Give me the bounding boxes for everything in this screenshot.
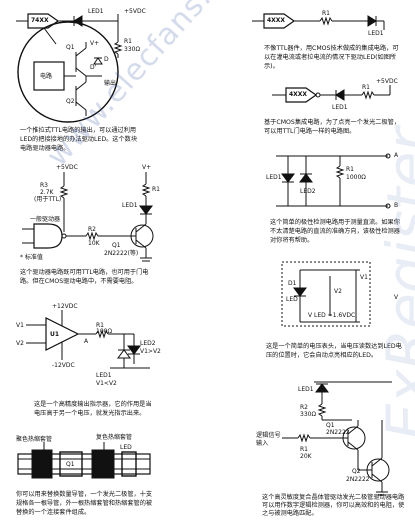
fig2-r3-value: 2.7K: [40, 189, 54, 196]
fig1-led-label: LED1: [88, 8, 104, 15]
fig9-r2-label: R2: [300, 404, 308, 411]
fig4-led-label: LED: [120, 444, 132, 451]
fig8-led-label: LED: [286, 296, 298, 303]
fig7-r1-value: 1000Ω: [346, 174, 366, 181]
fig6-chip-label: 4XXX: [289, 91, 308, 98]
fig6-led-label: LED1: [332, 104, 348, 111]
fig2-gate-label: 一般驱动器: [30, 216, 61, 223]
fig1-schematic: [16, 13, 123, 123]
fig9-q1-label: Q1: [326, 422, 335, 429]
fig8-d1-label: D1: [288, 280, 297, 287]
fig3-led1-label: LED1: [96, 372, 112, 379]
fig3-led2-cond: V1>V2: [140, 348, 161, 355]
fig9-r1-label: R1: [300, 446, 308, 453]
fig4-led-tube-label: 复色热缩套管: [96, 434, 133, 441]
fig2-vplus-label: V+: [142, 164, 152, 171]
fig1-circuit-label: 电路: [40, 73, 53, 80]
fig4-schematic: [17, 442, 151, 479]
fig5-chip-label: 4XXX: [267, 17, 286, 24]
fig9-led-label: LED1: [298, 386, 314, 393]
fig2-r3-label: R3: [40, 182, 48, 189]
fig8-schematic: [281, 261, 371, 327]
fig9-schematic: [282, 381, 392, 496]
fig6-vcc-label: +5VDC: [376, 78, 398, 85]
fig3-led2-label: LED2: [140, 340, 156, 347]
fig3-v2-label: V2: [16, 340, 24, 347]
fig4-q1-label: Q1: [66, 461, 75, 468]
fig5-r1-label: R1: [322, 10, 330, 17]
fig1-d-label: D: [104, 56, 109, 63]
fig3-pos-label: +12VDC: [52, 303, 78, 310]
fig3-r1-label: R1: [96, 322, 104, 329]
fig7-b-label: B: [394, 202, 399, 209]
fig1-d2-label: D': [90, 64, 97, 71]
fig4-shrink-label: 聚色热缩套管: [16, 436, 53, 443]
fig1-output-label: 输出: [104, 80, 117, 87]
fig1-q2-label: Q2: [66, 98, 75, 105]
fig9-q1-part: 2N2222: [326, 429, 350, 436]
fig9-input-label: 逻辑信号输入: [256, 432, 281, 447]
fig4-caption: 你可以用来替换数量导管，一个发光二极管，十支规格各一根导管，外一根热缩套管和热缩…: [16, 491, 153, 516]
fig2-q-part: 2N2222(等): [104, 250, 139, 257]
fig7-schematic: [276, 153, 391, 209]
fig1-q1-label: Q1: [66, 44, 75, 51]
fig9-q2-label: Q2: [352, 468, 361, 475]
fig1-vplus-label: V+: [90, 40, 100, 47]
fig5-led-label: LED1: [368, 30, 384, 37]
fig5-caption: 不像TTL器件，用CMOS技术做成的集成电路，可以在灌电流或者拉电流的情况下驱动…: [264, 45, 399, 70]
fig2-r2-value: 10K: [88, 240, 100, 247]
fig2-q-label: Q1: [112, 242, 121, 249]
fig3-v1-label: V1: [16, 322, 24, 329]
fig2-r2-label: R2: [88, 226, 96, 233]
fig3-led1-cond: V1<V2: [96, 380, 117, 387]
fig1-caption: 一个推拉式TTL电路的输出，可以通过利用LED的把接接地的办法驱动LED。这个数…: [20, 127, 138, 152]
fig1-r-value: 330Ω: [124, 46, 141, 53]
fig2-note: * 标准值: [20, 254, 43, 261]
fig6-schematic: [272, 85, 391, 103]
fig6-caption: 基于CMOS集成电路，为了点亮一个发光二极管，可以用TTL门电路一样的电路图。: [264, 119, 401, 135]
fig8-caption: 这是一个简单的电压表头，当电压读数达到LED电压的位置时，它会自动点亮相应的LE…: [266, 343, 402, 359]
watermark-register: ExRegister: [374, 127, 415, 441]
fig6-r1-label: R1: [362, 84, 370, 91]
fig3-neg-label: -12VDC: [52, 362, 75, 369]
fig3-r1-value: 100Ω: [96, 328, 113, 335]
fig3-u1-label: U1: [50, 331, 60, 338]
fig9-caption: 这个高灵敏度复合晶体管驱动发光二极管驱动器电路可以用作数字逻辑检测器，你可以高效…: [262, 494, 405, 517]
fig7-led2-label: LED2: [300, 188, 316, 195]
fig2-schematic: [22, 172, 154, 262]
fig2-r1-label: R1: [152, 186, 160, 193]
fig3-caption: 这是一个高精度输出指示器，它的作用是当电压高于另一个电压，就发光指示出来。: [34, 401, 152, 417]
fig2-vcc-label: +5VDC: [56, 164, 78, 171]
fig2-led-label: LED1: [122, 202, 138, 209]
fig7-a-label: A: [394, 152, 399, 159]
fig9-r1-value: 20K: [300, 453, 312, 460]
fig9-r2-value: 330Ω: [300, 411, 317, 418]
fig9-q2-part: 2N2222: [346, 476, 370, 483]
fig8-v-label: V: [394, 294, 399, 301]
fig1-r-label: R1: [124, 38, 132, 45]
fig8-vled-label: V LED ≈1.6VDC: [308, 312, 356, 319]
fig7-led1-label: LED1: [266, 174, 282, 181]
fig2-r3-note: (用于TTL): [34, 196, 62, 203]
fig8-v1-label: V1: [360, 274, 368, 281]
fig7-r1-label: R1: [346, 166, 354, 173]
fig1-vcc-label: +5VDC: [124, 8, 146, 15]
fig7-caption: 这个简单的极性检测电路用于测量直流。如果你不太清楚电路的直流的准确方向，该极性检…: [270, 219, 400, 244]
fig1-chip-label: 74XX: [31, 17, 49, 24]
fig3-schematic: [26, 310, 150, 369]
fig3-a-label: A: [84, 338, 89, 345]
fig8-v2-label: V2: [334, 288, 342, 295]
fig5-schematic: [252, 13, 385, 30]
fig2-caption: 这个驱动器电路既可用TTL电路，也可用于门电路。但在CMOS驱动电路中，不需要电…: [20, 269, 149, 285]
